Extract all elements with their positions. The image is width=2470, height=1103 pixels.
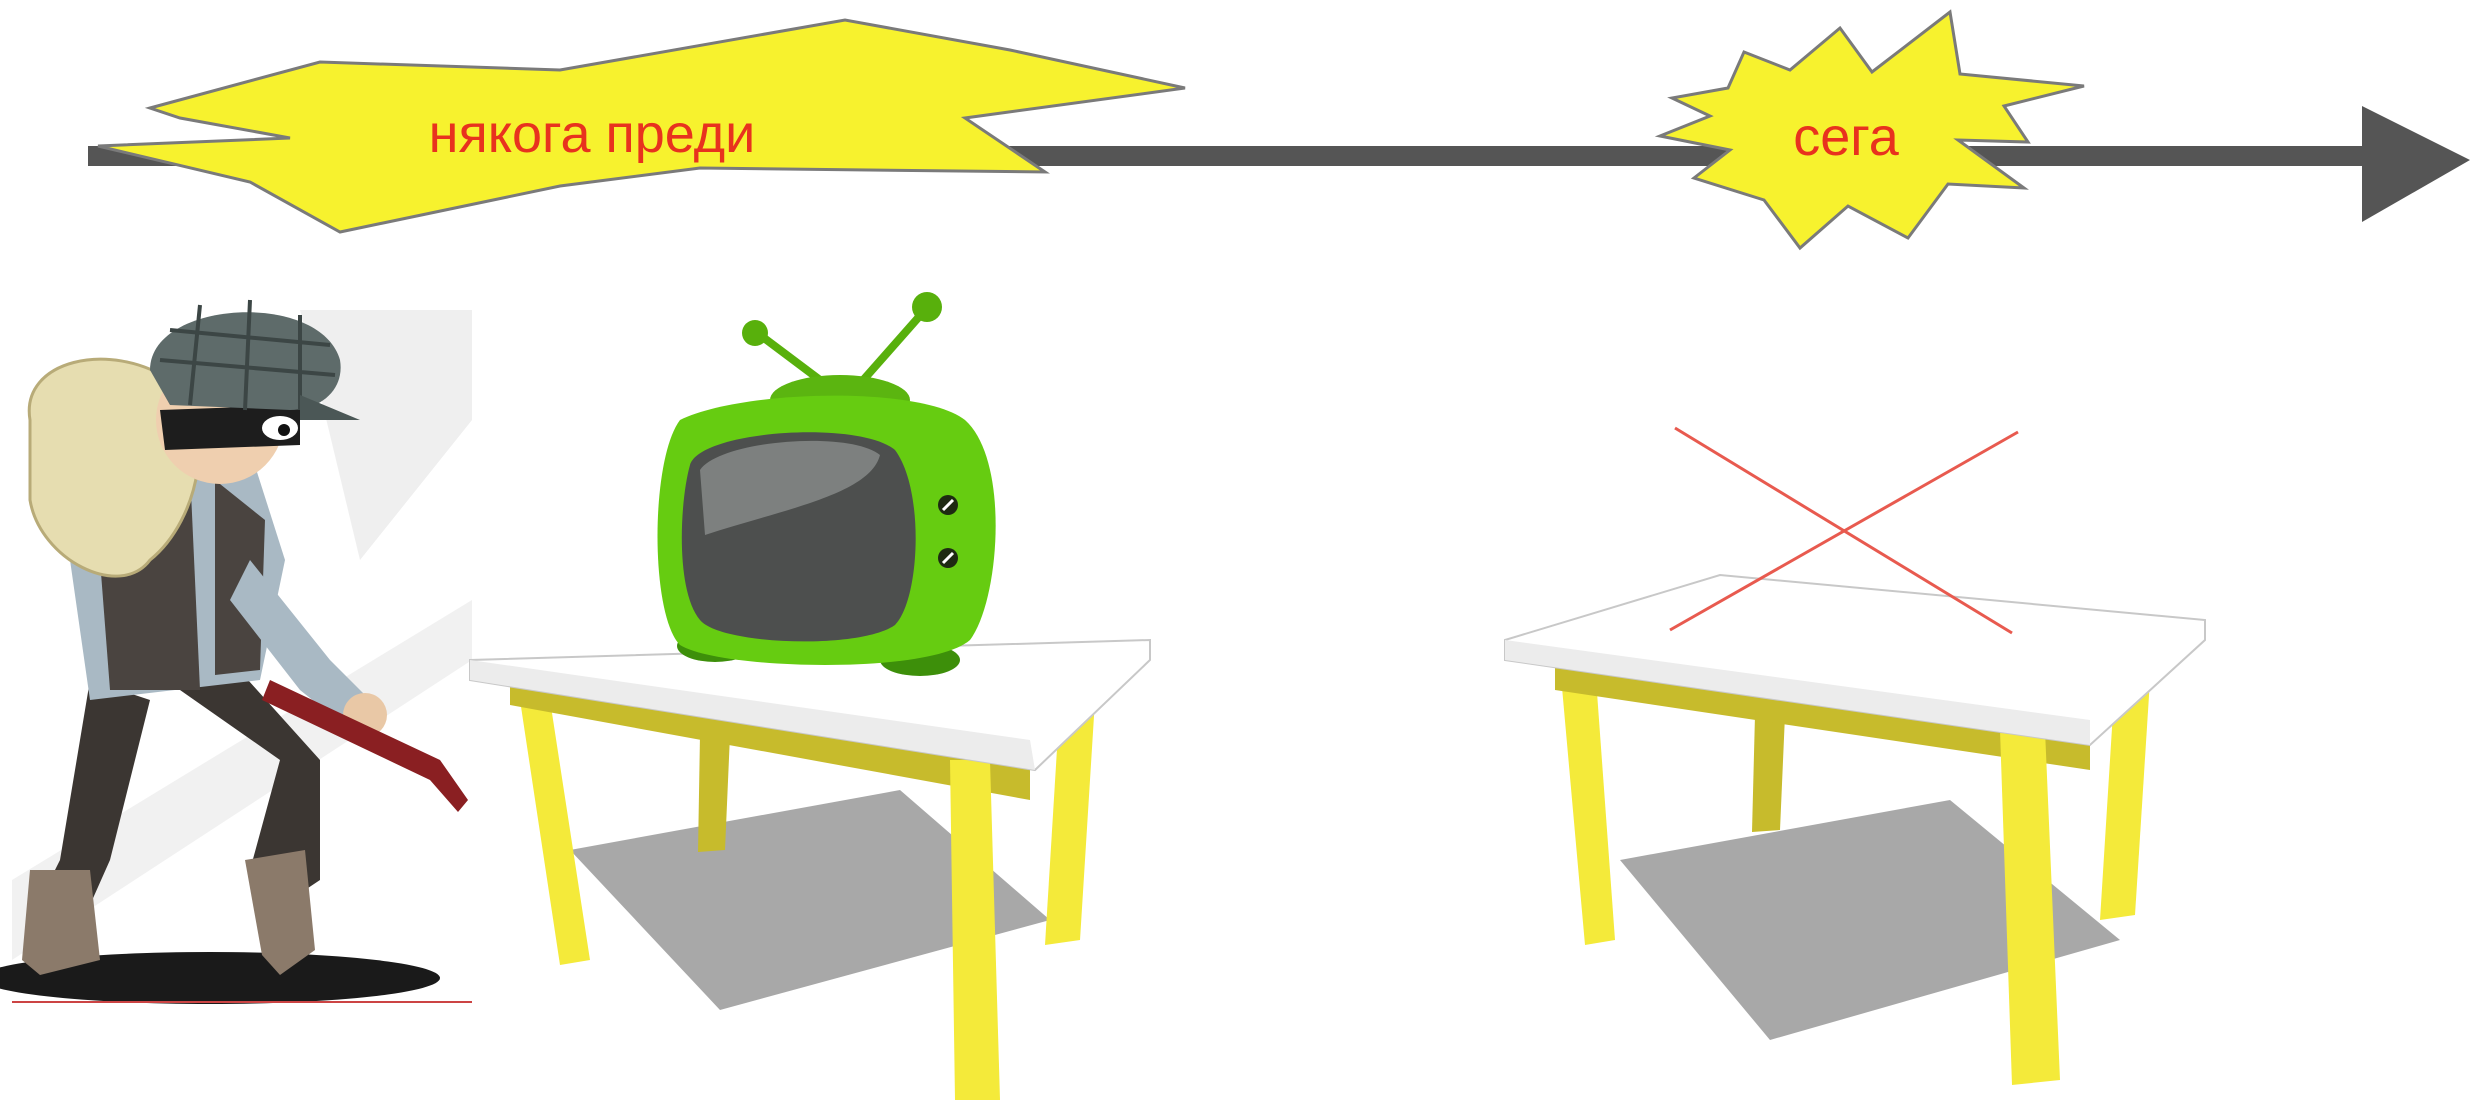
- television-icon: [658, 292, 996, 676]
- now-burst: сега: [1660, 12, 2084, 248]
- table-icon-after: [1505, 575, 2205, 1085]
- past-burst: някога преди: [98, 20, 1185, 232]
- now-label: сега: [1793, 107, 1900, 167]
- table-icon-before: [470, 640, 1150, 1100]
- burglar-icon: [0, 300, 472, 1004]
- past-label: някога преди: [429, 104, 756, 164]
